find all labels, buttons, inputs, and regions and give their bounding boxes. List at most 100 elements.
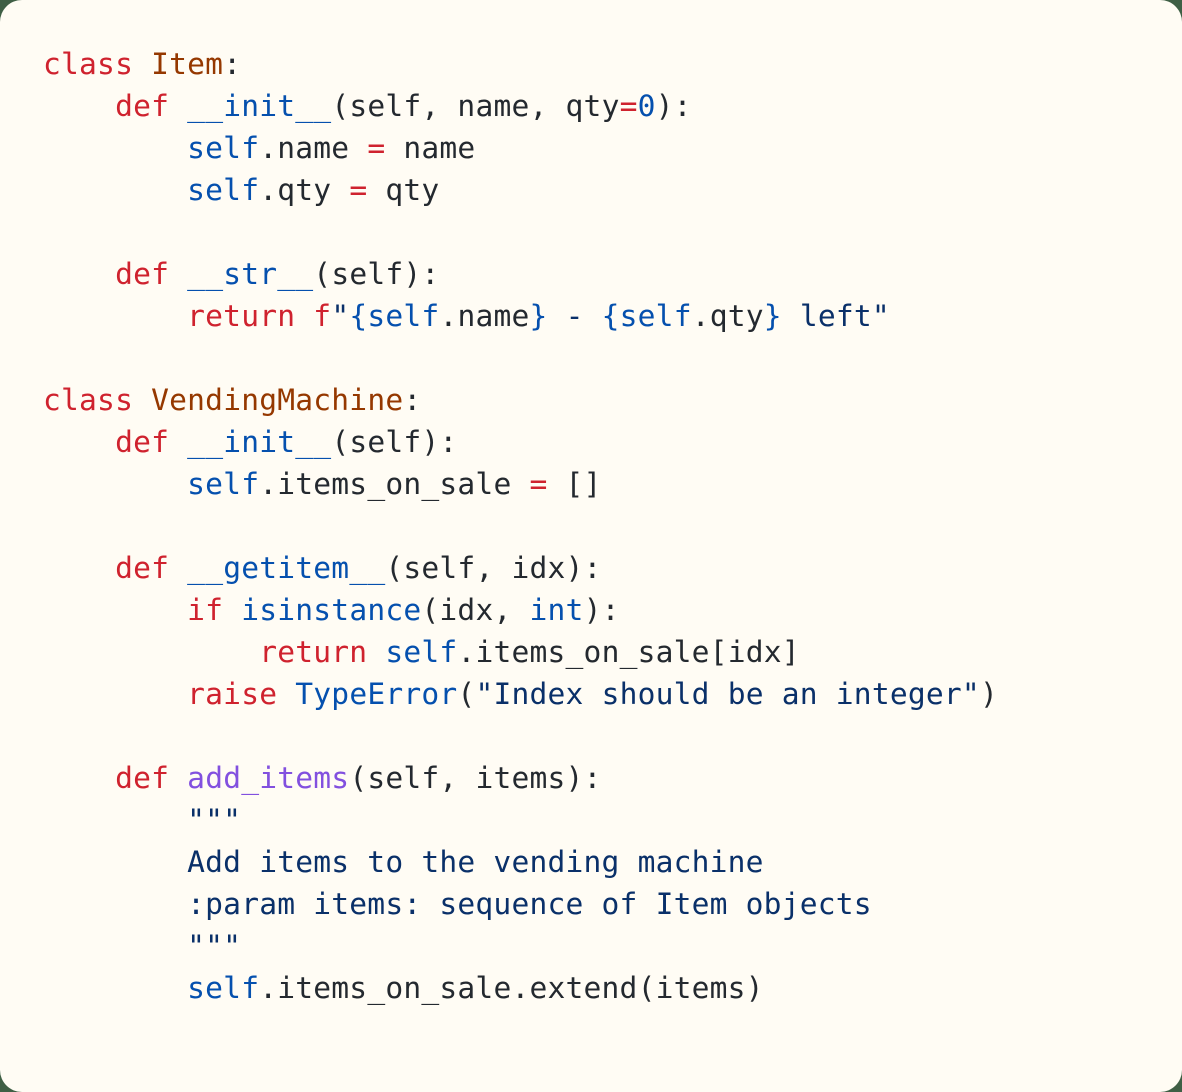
code-line [43,505,998,547]
code-token-cls: Item [151,47,224,81]
code-token-fn2: add_items [187,761,350,795]
code-token-txt [43,425,115,459]
code-token-num: 0 [637,89,656,123]
code-token-txt: qty [367,173,440,207]
code-token-kw: class [43,383,134,417]
code-line: self.items_on_sale = [] [43,463,998,505]
code-token-fn: __str__ [187,257,314,291]
code-line [43,337,998,379]
code-token-slf: self [187,173,260,207]
code-line: def add_items(self, items): [43,757,998,799]
code-token-txt: [] [547,467,602,501]
code-line: """ [43,799,998,841]
code-line: def __init__(self, name, qty=0): [43,85,998,127]
code-token-txt: .items_on_sale[idx] [457,635,800,669]
code-token-txt [43,131,187,165]
code-token-op: = [349,173,368,207]
code-token-txt [169,551,187,585]
code-token-txt: .qty [259,173,350,207]
code-token-txt: .items_on_sale [259,467,530,501]
code-token-cls: VendingMachine [151,383,404,417]
code-token-txt: (self, items): [349,761,602,795]
code-token-txt [43,761,115,795]
code-token-fn: } [529,299,548,333]
code-token-txt: ): [583,593,620,627]
code-token-str: left" [781,299,890,333]
code-token-fn: __getitem__ [187,551,386,585]
code-token-txt [43,845,187,879]
code-token-txt [43,551,115,585]
code-token-txt: .items_on_sale.extend(items) [259,971,764,1005]
code-token-fn: } [763,299,782,333]
code-token-kw: return [259,635,368,669]
code-token-txt [43,299,187,333]
code-token-txt [43,887,187,921]
code-token-str: :param items: sequence of Item objects [187,887,872,921]
code-token-txt [169,761,187,795]
code-line: class VendingMachine: [43,379,998,421]
code-token-fn: isinstance [241,593,422,627]
code-line: class Item: [43,43,998,85]
code-token-txt: name [385,131,476,165]
code-token-txt: (self, idx): [385,551,602,585]
code-token-txt [277,677,295,711]
code-token-slf: self [385,635,458,669]
code-token-txt [43,971,187,1005]
code-token-txt: .qty [691,299,764,333]
code-line: self.qty = qty [43,169,998,211]
code-token-fn: {self [349,299,440,333]
code-token-kw: raise [187,677,278,711]
code-token-txt [43,677,187,711]
code-line: return self.items_on_sale[idx] [43,631,998,673]
code-block: class Item: def __init__(self, name, qty… [43,43,998,1009]
code-token-op: = [529,467,548,501]
code-line: Add items to the vending machine [43,841,998,883]
code-token-txt [223,593,241,627]
code-token-txt [367,635,385,669]
code-token-txt: : [403,383,422,417]
code-token-txt: ) [979,677,998,711]
code-token-txt: ( [457,677,476,711]
code-token-str: " [331,299,350,333]
code-token-txt [133,47,151,81]
code-token-txt: (idx, [421,593,530,627]
code-token-txt [169,257,187,291]
code-token-txt [43,803,187,837]
code-token-txt [43,929,187,963]
code-token-txt [43,635,259,669]
code-line: def __init__(self): [43,421,998,463]
code-token-slf: self [187,131,260,165]
code-token-str: - [547,299,602,333]
code-line [43,715,998,757]
code-token-kw: def [115,257,170,291]
code-line: def __str__(self): [43,253,998,295]
code-token-txt: (self): [313,257,440,291]
code-token-txt [43,257,115,291]
code-token-txt [169,89,187,123]
code-line: self.items_on_sale.extend(items) [43,967,998,1009]
code-line: self.name = name [43,127,998,169]
code-line: raise TypeError("Index should be an inte… [43,673,998,715]
code-token-str: Add items to the vending machine [187,845,764,879]
code-token-kw: def [115,761,170,795]
code-token-txt: .name [259,131,368,165]
code-token-txt: (self): [331,425,458,459]
code-line: def __getitem__(self, idx): [43,547,998,589]
code-token-txt: .name [439,299,530,333]
code-token-op: = [619,89,638,123]
code-token-kw: def [115,425,170,459]
code-token-op: = [367,131,386,165]
code-token-kw: def [115,89,170,123]
code-token-txt [295,299,313,333]
code-token-txt: ): [655,89,692,123]
code-token-txt: : [223,47,242,81]
code-line [43,211,998,253]
code-token-fn: TypeError [295,677,458,711]
code-line: """ [43,925,998,967]
code-token-slf: self [187,971,260,1005]
code-token-txt [43,173,187,207]
code-line: :param items: sequence of Item objects [43,883,998,925]
code-token-kw: return [187,299,296,333]
code-line: if isinstance(idx, int): [43,589,998,631]
code-token-str: """ [187,929,242,963]
